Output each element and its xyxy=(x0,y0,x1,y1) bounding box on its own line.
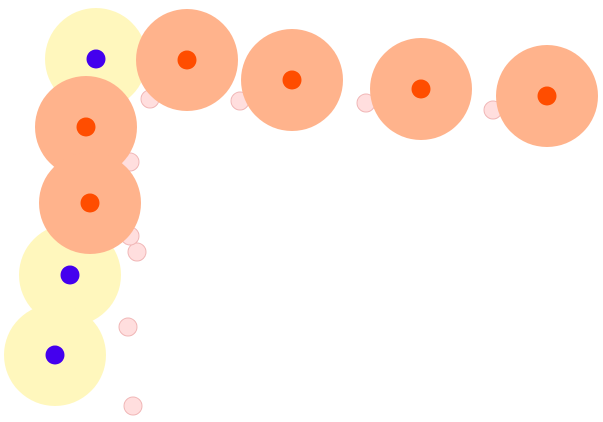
blue-piece-dot xyxy=(45,345,65,365)
orange-piece-dot xyxy=(80,193,100,213)
orange-piece-layer xyxy=(35,9,598,254)
blue-piece-dot xyxy=(60,265,80,285)
orange-piece[interactable] xyxy=(496,45,598,147)
blue-piece-dot xyxy=(86,49,106,69)
target-marker xyxy=(118,317,138,337)
blue-piece-layer xyxy=(4,8,147,406)
orange-piece[interactable] xyxy=(241,29,343,131)
target-marker xyxy=(123,396,143,416)
orange-piece[interactable] xyxy=(35,76,137,178)
orange-piece-dot xyxy=(282,70,302,90)
orange-piece-dot xyxy=(177,50,197,70)
orange-piece[interactable] xyxy=(39,152,141,254)
target-marker xyxy=(127,242,147,262)
orange-piece[interactable] xyxy=(136,9,238,111)
orange-piece-dot xyxy=(411,79,431,99)
orange-piece-dot xyxy=(537,86,557,106)
orange-piece[interactable] xyxy=(370,38,472,140)
orange-piece-dot xyxy=(76,117,96,137)
blue-piece[interactable] xyxy=(4,304,106,406)
